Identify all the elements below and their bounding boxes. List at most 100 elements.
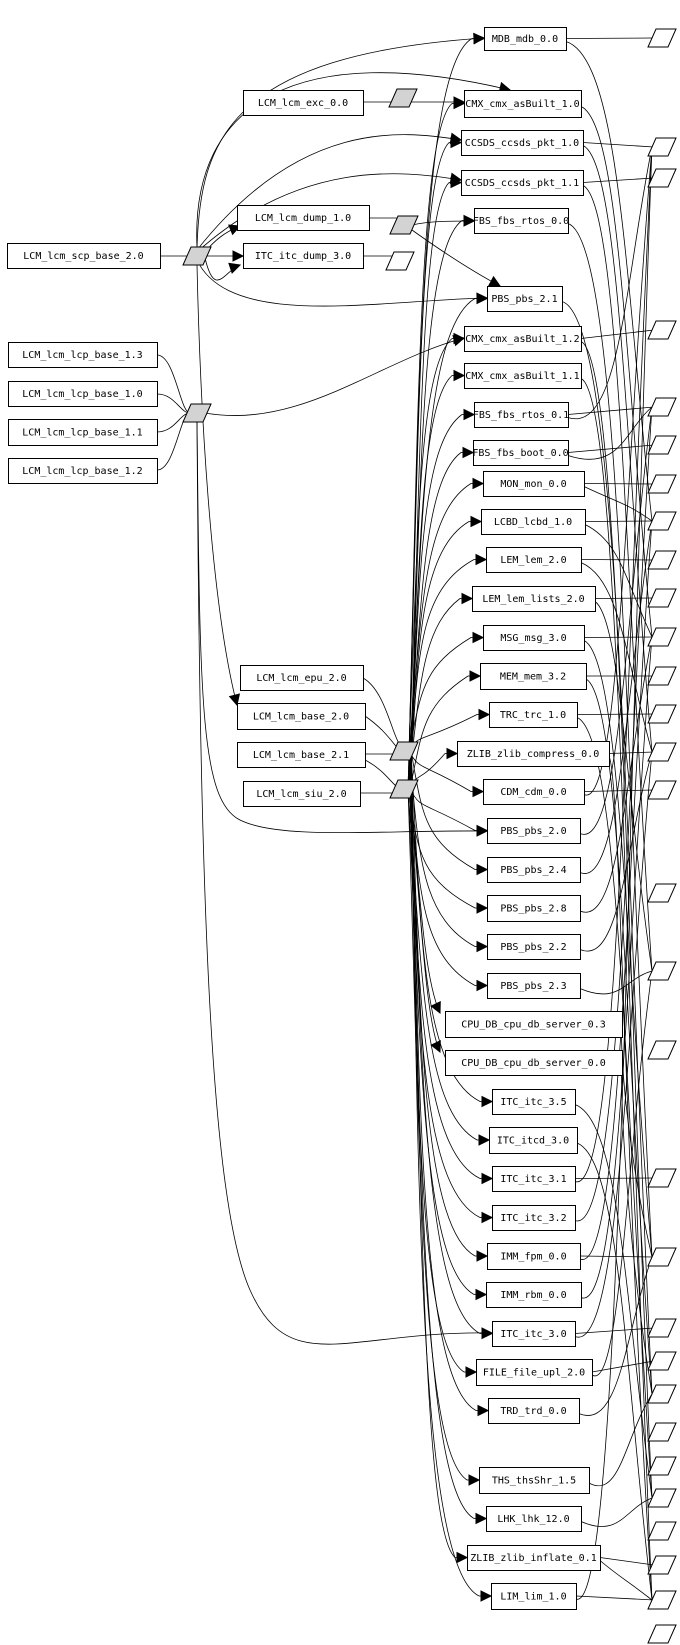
node-label: ITC_itc_3.0 <box>500 1329 566 1340</box>
edge <box>410 750 481 1102</box>
edge <box>408 338 453 752</box>
node-itc-3-2[interactable]: ITC_itc_3.2 <box>492 1205 576 1231</box>
node-scp-base-2-0[interactable]: LCM_lcm_scp_base_2.0 <box>7 243 161 269</box>
edge <box>567 406 653 460</box>
node-ccsds-1-0[interactable]: CCSDS_ccsds_pkt_1.0 <box>461 130 584 156</box>
node-zlib-inflate-0-1[interactable]: ZLIB_zlib_inflate_0.1 <box>467 1545 601 1571</box>
edge <box>409 788 441 1053</box>
sink-9 <box>647 550 677 570</box>
node-msg-3-0[interactable]: MSG_msg_3.0 <box>483 625 585 651</box>
node-lim-1-0[interactable]: LIM_lim_1.0 <box>491 1583 577 1610</box>
node-label: IMM_rbm_0.0 <box>500 1290 566 1301</box>
node-cmx-1-0[interactable]: CMX_cmx_asBuilt_1.0 <box>464 90 582 118</box>
node-label: LCM_lcm_exc_0.0 <box>258 98 348 109</box>
edge <box>567 444 655 453</box>
node-fbs-boot-0-0[interactable]: FBS_fbs_boot_0.0 <box>472 440 569 466</box>
node-label: FILE_file_upl_2.0 <box>483 1368 585 1379</box>
node-lcm-siu-2-0[interactable]: LCM_lcm_siu_2.0 <box>243 781 361 807</box>
node-mem-3-2[interactable]: MEM_mem_3.2 <box>480 663 587 690</box>
node-lcm-exc-0-0[interactable]: LCM_lcm_exc_0.0 <box>243 90 364 116</box>
node-fbs-rtos-0-0[interactable]: FBS_fbs_rtos_0.0 <box>473 208 569 234</box>
node-lcm-dump-1-0[interactable]: LCM_lcm_dump_1.0 <box>237 205 370 231</box>
node-lem-2-0[interactable]: LEM_lem_2.0 <box>486 547 582 573</box>
node-label: ITC_itc_dump_3.0 <box>255 251 351 262</box>
node-itc-3-0[interactable]: ITC_itc_3.0 <box>492 1321 576 1347</box>
sink-29 <box>647 1590 677 1610</box>
sink-21 <box>647 1318 677 1338</box>
edge <box>409 675 469 790</box>
edge <box>579 751 653 952</box>
node-label: CMX_cmx_asBuilt_1.0 <box>465 99 579 110</box>
sink-30 <box>647 1624 677 1644</box>
node-cpu-db-0-0[interactable]: CPU_DB_cpu_db_server_0.0 <box>445 1050 623 1076</box>
node-lcbd-1-0[interactable]: LCBD_lcbd_1.0 <box>481 509 586 535</box>
sink-26 <box>647 1488 677 1508</box>
sink-itc-dump <box>385 251 415 271</box>
node-label: FBS_fbs_rtos_0.0 <box>473 216 569 227</box>
node-cdm-0-0[interactable]: CDM_cdm_0.0 <box>483 779 585 805</box>
edge <box>584 524 653 638</box>
sink-25 <box>647 1456 677 1476</box>
node-mdb-0-0[interactable]: MDB_mdb_0.0 <box>484 27 567 51</box>
edge <box>409 788 481 1218</box>
node-imm-rbm-0-0[interactable]: IMM_rbm_0.0 <box>486 1282 582 1308</box>
node-lcp-base-1-1[interactable]: LCM_lcm_lcp_base_1.1 <box>8 419 158 446</box>
node-fbs-rtos-0-1[interactable]: FBS_fbs_rtos_0.1 <box>473 402 569 428</box>
node-zlib-compress-0-0[interactable]: ZLIB_zlib_compress_0.0 <box>457 741 610 767</box>
node-ccsds-1-1[interactable]: CCSDS_ccsds_pkt_1.1 <box>461 170 584 196</box>
node-label: MDB_mdb_0.0 <box>492 34 558 45</box>
arrowhead <box>488 275 501 287</box>
node-lem-lists-2-0[interactable]: LEM_lem_lists_2.0 <box>472 586 596 612</box>
edge <box>591 970 653 1377</box>
node-file-upl-2-0[interactable]: FILE_file_upl_2.0 <box>476 1359 593 1386</box>
node-ths-1-5[interactable]: THS_thsShr_1.5 <box>479 1467 590 1494</box>
node-label: LCM_lcm_epu_2.0 <box>256 673 346 684</box>
edge <box>196 173 462 253</box>
node-itcd-3-0[interactable]: ITC_itcd_3.0 <box>489 1127 578 1154</box>
node-pbs-2-0[interactable]: PBS_pbs_2.0 <box>487 818 581 844</box>
node-label: CPU_DB_cpu_db_server_0.3 <box>461 1020 606 1031</box>
node-pbs-2-8[interactable]: PBS_pbs_2.8 <box>487 895 581 922</box>
node-lcp-base-1-2[interactable]: LCM_lcm_lcp_base_1.2 <box>8 458 158 484</box>
node-cmx-1-2[interactable]: CMX_cmx_asBuilt_1.2 <box>464 326 582 352</box>
edge <box>599 1560 653 1601</box>
sink-20 <box>647 1247 677 1267</box>
node-lhk-12-0[interactable]: LHK_lhk_12.0 <box>486 1506 582 1532</box>
node-itc-3-5[interactable]: ITC_itc_3.5 <box>492 1089 576 1115</box>
node-trc-1-0[interactable]: TRC_trc_1.0 <box>489 702 578 728</box>
node-itc-3-1[interactable]: ITC_itc_3.1 <box>492 1166 576 1192</box>
edge <box>409 788 476 831</box>
node-cpu-db-0-3[interactable]: CPU_DB_cpu_db_server_0.3 <box>445 1011 623 1038</box>
node-trd-0-0[interactable]: TRD_trd_0.0 <box>488 1398 580 1424</box>
node-label: LHK_lhk_12.0 <box>497 1514 569 1525</box>
edge <box>410 220 463 752</box>
sink-8 <box>647 511 677 531</box>
node-lcm-base-2-1[interactable]: LCM_lcm_base_2.1 <box>237 742 366 768</box>
node-pbs-2-4[interactable]: PBS_pbs_2.4 <box>487 857 581 883</box>
edge <box>574 406 653 1222</box>
node-lcm-epu-2-0[interactable]: LCM_lcm_epu_2.0 <box>240 665 364 691</box>
node-label: MEM_mem_3.2 <box>500 672 566 683</box>
junction-4 <box>389 215 419 235</box>
node-lcp-base-1-3[interactable]: LCM_lcm_lcp_base_1.3 <box>8 342 158 368</box>
node-cmx-1-1[interactable]: CMX_cmx_asBuilt_1.1 <box>464 363 582 389</box>
node-imm-fpm-0-0[interactable]: IMM_fpm_0.0 <box>487 1243 581 1270</box>
node-lcp-base-1-0[interactable]: LCM_lcm_lcp_base_1.0 <box>8 381 158 407</box>
node-pbs-2-2[interactable]: PBS_pbs_2.2 <box>487 934 581 960</box>
node-pbs-2-1[interactable]: PBS_pbs_2.1 <box>487 286 563 312</box>
edge <box>576 713 655 715</box>
sink-15 <box>647 780 677 800</box>
node-label: LCM_lcm_lcp_base_1.3 <box>22 350 142 361</box>
sink-12 <box>647 666 677 686</box>
node-itc-dump-3-0[interactable]: ITC_itc_dump_3.0 <box>243 243 364 269</box>
edge <box>580 559 655 561</box>
node-lcm-base-2-0[interactable]: LCM_lcm_base_2.0 <box>237 703 366 730</box>
node-label: PBS_pbs_2.3 <box>500 981 566 992</box>
node-mon-0-0[interactable]: MON_mon_0.0 <box>483 471 585 497</box>
sink-23 <box>647 1384 677 1404</box>
node-pbs-2-3[interactable]: PBS_pbs_2.3 <box>487 973 581 999</box>
arrowhead <box>228 693 241 707</box>
node-label: TRD_trd_0.0 <box>500 1406 566 1417</box>
node-label: ZLIB_zlib_compress_0.0 <box>467 749 599 760</box>
